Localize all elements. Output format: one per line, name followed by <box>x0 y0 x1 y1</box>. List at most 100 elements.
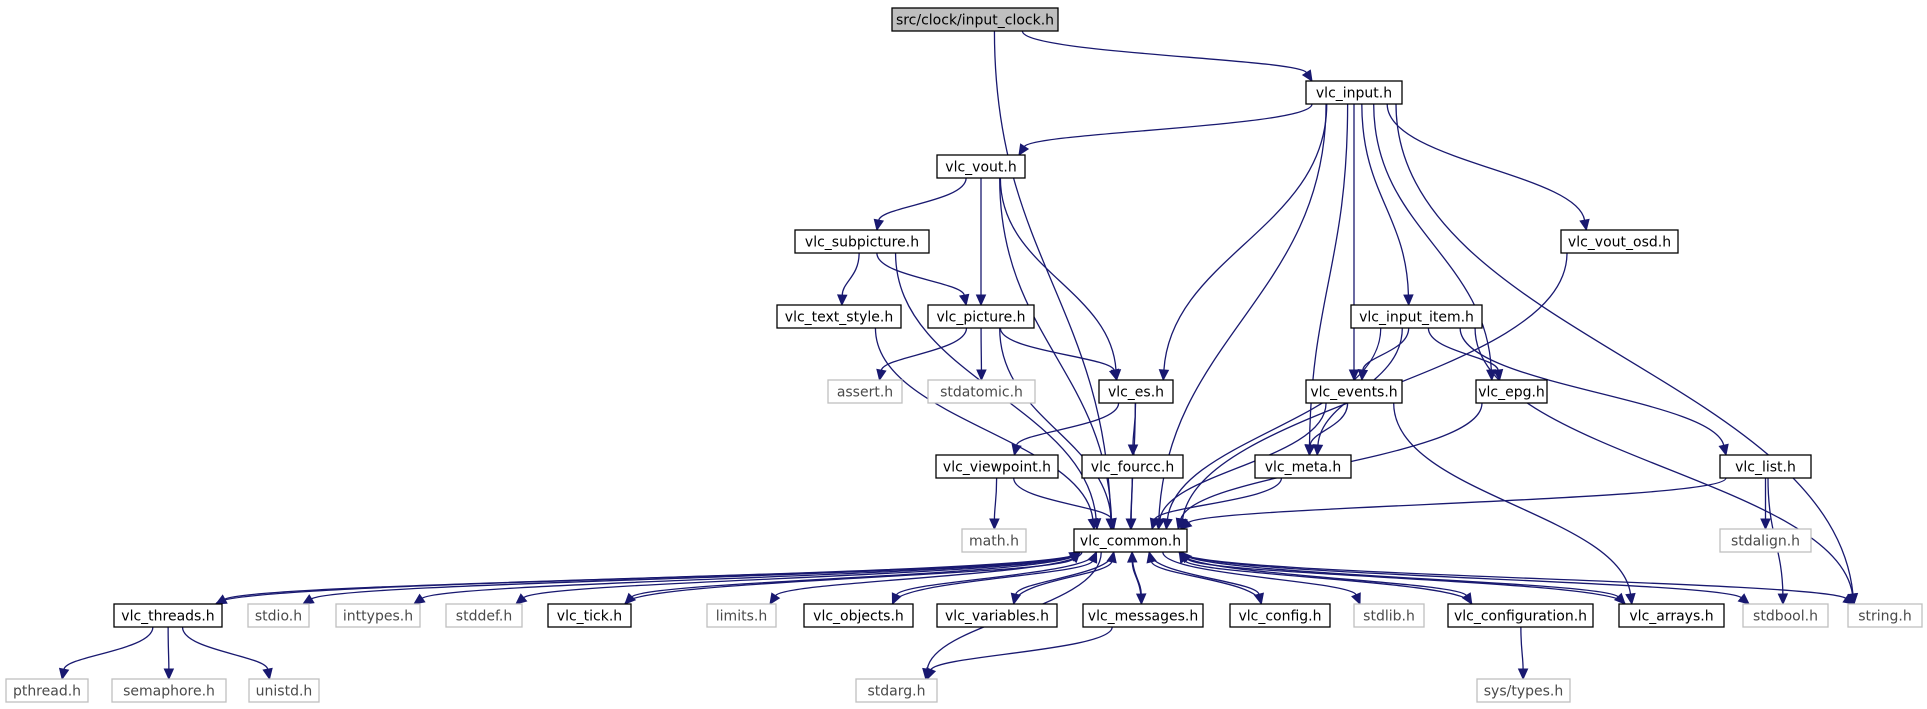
node-label: limits.h <box>716 609 767 625</box>
edge-vlc_vout-to-vlc_es <box>999 177 1122 382</box>
node-stdatomic: stdatomic.h <box>927 379 1036 404</box>
edge-vlc_tick-to-vlc_common <box>624 551 1081 605</box>
node-stdalign: stdalign.h <box>1719 528 1812 553</box>
edge-vlc_common-to-string <box>1180 551 1856 605</box>
node-vlc-viewpoint[interactable]: vlc_viewpoint.h <box>935 454 1059 479</box>
node-vlc-list[interactable]: vlc_list.h <box>1719 454 1812 479</box>
node-vlc-vout-osd[interactable]: vlc_vout_osd.h <box>1560 229 1679 254</box>
node-assert: assert.h <box>827 379 903 404</box>
node-vlc-configuration[interactable]: vlc_configuration.h <box>1447 603 1594 628</box>
edge-vlc_vout-to-vlc_subpicture <box>873 177 967 232</box>
node-label: stdarg.h <box>868 684 926 700</box>
edge-vlc_common-to-stdbool <box>1180 551 1750 605</box>
node-label: vlc_epg.h <box>1478 385 1545 401</box>
edge-vlc_common-to-stdlib <box>1162 551 1361 606</box>
edge-vlc_variables-to-vlc_common <box>1013 550 1117 605</box>
edge-vlc_config-to-vlc_common <box>1146 550 1262 605</box>
node-label: vlc_meta.h <box>1265 460 1342 476</box>
node-label: stdbool.h <box>1753 609 1818 625</box>
node-vlc-subpicture[interactable]: vlc_subpicture.h <box>794 229 930 254</box>
node-label: assert.h <box>837 385 893 401</box>
node-stdarg: stdarg.h <box>855 678 938 703</box>
node-vlc-variables[interactable]: vlc_variables.h <box>936 603 1058 628</box>
edge-vlc_common-to-inttypes <box>413 551 1081 605</box>
node-label: vlc_vout_osd.h <box>1568 235 1671 251</box>
node-vlc-input[interactable]: vlc_input.h <box>1305 80 1403 105</box>
node-stdbool: stdbool.h <box>1742 603 1829 628</box>
edge-vlc_list-to-stdalign <box>1760 477 1771 531</box>
node-vlc-fourcc[interactable]: vlc_fourcc.h <box>1081 454 1184 479</box>
node-vlc-tick[interactable]: vlc_tick.h <box>547 603 632 628</box>
node-label: vlc_subpicture.h <box>805 235 919 251</box>
node-label: vlc_es.h <box>1108 385 1164 401</box>
edge-vlc_fourcc-to-vlc_common <box>1125 477 1137 531</box>
node-vlc-arrays[interactable]: vlc_arrays.h <box>1618 603 1725 628</box>
edge-input_clock-to-vlc_common <box>993 30 1117 531</box>
node-vlc-epg[interactable]: vlc_epg.h <box>1475 379 1548 404</box>
node-stddef: stddef.h <box>445 603 523 628</box>
node-limits: limits.h <box>706 603 777 628</box>
node-vlc-threads[interactable]: vlc_threads.h <box>113 603 223 628</box>
node-vlc-text-style[interactable]: vlc_text_style.h <box>776 304 902 329</box>
node-label: vlc_input_item.h <box>1359 310 1474 326</box>
node-vlc-input-item[interactable]: vlc_input_item.h <box>1350 304 1483 329</box>
node-label: vlc_threads.h <box>121 609 214 625</box>
node-label: vlc_arrays.h <box>1629 609 1713 625</box>
edge-input_clock-to-vlc_input <box>1021 30 1313 83</box>
node-vlc-config[interactable]: vlc_config.h <box>1229 603 1331 628</box>
edge-vlc_configuration-to-vlc_common <box>1178 550 1473 605</box>
node-label: vlc_variables.h <box>945 609 1049 625</box>
edge-vlc_input-to-vlc_input_item <box>1361 103 1414 307</box>
node-math: math.h <box>961 528 1027 553</box>
node-input-clock[interactable]: src/clock/input_clock.h <box>891 7 1059 32</box>
node-vlc-messages[interactable]: vlc_messages.h <box>1082 603 1204 628</box>
graph-edges <box>58 30 1859 681</box>
edge-vlc_input-to-vlc_es <box>1158 103 1328 382</box>
node-label: vlc_vout.h <box>945 160 1016 176</box>
node-label: vlc_picture.h <box>936 310 1025 326</box>
node-vlc-picture[interactable]: vlc_picture.h <box>927 304 1035 329</box>
edge-vlc_common-to-stdio <box>301 551 1081 605</box>
edge-vlc_input-to-vlc_vout_osd <box>1386 103 1590 232</box>
node-label: vlc_events.h <box>1310 385 1397 401</box>
node-label: vlc_configuration.h <box>1454 609 1587 625</box>
edge-vlc_picture-to-stdatomic <box>976 327 987 382</box>
edge-vlc_arrays-to-vlc_common <box>1180 551 1626 605</box>
node-vlc-meta[interactable]: vlc_meta.h <box>1254 454 1352 479</box>
edge-vlc_vout-to-vlc_picture <box>975 178 987 307</box>
edge-vlc_es-to-vlc_fourcc <box>1127 402 1139 457</box>
node-label: vlc_input.h <box>1316 86 1392 102</box>
node-inttypes: inttypes.h <box>335 603 421 628</box>
node-semaphore: semaphore.h <box>111 678 227 703</box>
node-vlc-es[interactable]: vlc_es.h <box>1098 379 1174 404</box>
node-label: vlc_messages.h <box>1088 609 1198 625</box>
node-string: string.h <box>1847 603 1923 628</box>
edge-vlc_picture-to-vlc_es <box>999 327 1120 382</box>
node-label: unistd.h <box>256 684 313 700</box>
node-label: string.h <box>1858 609 1912 625</box>
node-label: vlc_list.h <box>1735 460 1796 476</box>
node-vlc-events[interactable]: vlc_events.h <box>1305 379 1403 404</box>
node-label: stdatomic.h <box>940 385 1023 401</box>
node-label: vlc_fourcc.h <box>1091 460 1174 476</box>
node-vlc-objects[interactable]: vlc_objects.h <box>803 603 914 628</box>
edge-vlc_threads-to-pthread <box>58 626 154 681</box>
node-vlc-vout[interactable]: vlc_vout.h <box>936 154 1026 179</box>
node-vlc-common[interactable]: vlc_common.h <box>1073 528 1188 553</box>
node-sys-types: sys/types.h <box>1476 678 1571 703</box>
edge-vlc_input-to-vlc_vout <box>1018 103 1313 157</box>
edge-vlc_es-to-vlc_viewpoint <box>1011 402 1120 457</box>
edge-vlc_subpicture-to-vlc_text_style <box>836 252 860 307</box>
edge-vlc_text_style-to-vlc_common <box>874 327 1099 531</box>
edge-vlc_picture-to-assert <box>876 327 968 382</box>
node-label: math.h <box>969 534 1019 550</box>
edge-vlc_objects-to-vlc_common <box>891 550 1098 605</box>
node-label: vlc_viewpoint.h <box>943 460 1051 476</box>
edge-vlc_events-to-vlc_meta <box>1304 402 1349 457</box>
edge-vlc_viewpoint-to-vlc_common <box>1013 477 1117 531</box>
node-label: stddef.h <box>456 609 512 625</box>
edge-vlc_input_item-to-vlc_common <box>1162 327 1382 531</box>
edge-vlc_common-to-limits <box>769 551 1083 606</box>
edge-vlc_threads-to-unistd <box>181 626 273 681</box>
